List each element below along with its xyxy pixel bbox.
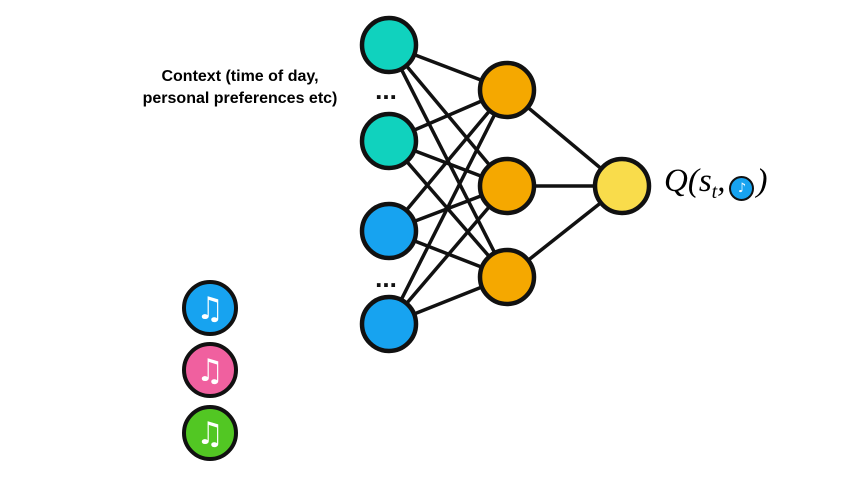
music-note-icon: ♫	[196, 353, 224, 389]
node-hidden-1	[477, 60, 537, 120]
edge-input-4-hidden-1	[387, 89, 509, 325]
song-pink-icon	[182, 342, 238, 398]
node-input-1	[359, 15, 419, 75]
node-output-1	[592, 156, 652, 216]
music-note-icon: ♫	[196, 291, 224, 327]
music-note-icon: ♫	[196, 416, 224, 452]
song-blue-icon	[182, 280, 238, 336]
node-input-3	[359, 201, 419, 261]
edge-input-4-hidden-2	[387, 184, 509, 326]
q-label-subscript: t	[711, 181, 718, 203]
node-input-4	[359, 294, 419, 354]
ellipsis-2: ...	[375, 263, 397, 293]
q-label-suffix: )	[756, 163, 768, 199]
music-note-icon: ♪	[737, 181, 747, 196]
q-label-comma: ,	[717, 163, 726, 199]
node-hidden-3	[477, 247, 537, 307]
context-label: Context (time of day, personal preferenc…	[118, 66, 362, 110]
q-value-label: Q(st, ♪)	[664, 163, 767, 204]
q-label-prefix: Q(s	[664, 163, 712, 199]
node-input-2	[359, 111, 419, 171]
context-label-line2: personal preferences etc)	[142, 90, 338, 107]
edge-input-3-hidden-1	[387, 88, 509, 233]
context-label-line1: Context (time of day,	[161, 68, 319, 85]
node-hidden-2	[477, 156, 537, 216]
song-green-icon	[182, 405, 238, 461]
song-icon-small: ♪	[729, 176, 755, 201]
ellipsis-1: ...	[375, 75, 397, 105]
